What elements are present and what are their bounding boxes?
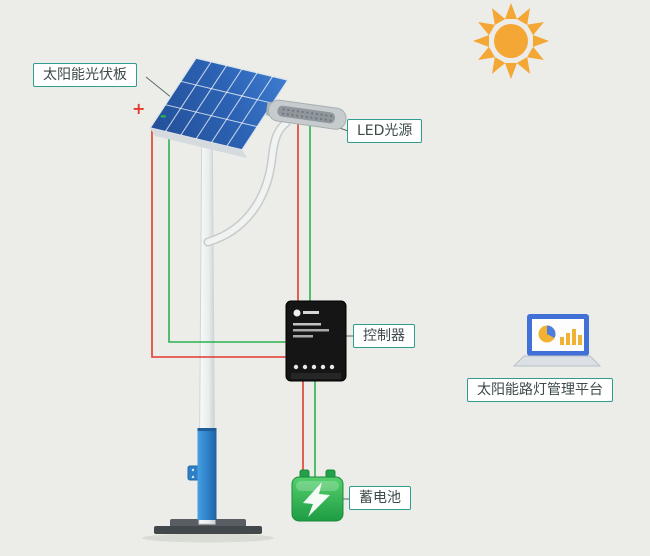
street-light-pole — [187, 94, 217, 525]
pole-blue-sleeve — [197, 428, 217, 520]
wiring — [151, 124, 316, 477]
label-controller: 控制器 — [353, 324, 415, 348]
controller-terminals — [293, 364, 335, 370]
battery-icon — [291, 469, 344, 522]
solar-panel — [148, 57, 290, 158]
lamp-arm — [203, 118, 291, 247]
controller-box — [285, 300, 347, 382]
label-led: LED光源 — [347, 119, 423, 143]
laptop-icon — [512, 314, 602, 367]
wire-solar-positive — [151, 129, 287, 358]
lightning-bolt-icon — [303, 482, 330, 517]
sun-icon — [473, 3, 549, 79]
panel-frame-edge — [150, 128, 247, 158]
label-solar-panel: 太阳能光伏板 — [33, 63, 137, 87]
led-lamp-head — [265, 99, 347, 130]
controller-logo — [293, 309, 301, 317]
label-battery: 蓄电池 — [349, 486, 411, 510]
label-platform: 太阳能路灯管理平台 — [467, 378, 613, 402]
leader-solar-panel — [145, 76, 173, 99]
negative-polarity-mark: - — [160, 106, 167, 125]
positive-polarity-mark: + — [132, 99, 146, 118]
wire-solar-negative — [168, 133, 287, 343]
bar-chart-icon — [560, 329, 582, 345]
